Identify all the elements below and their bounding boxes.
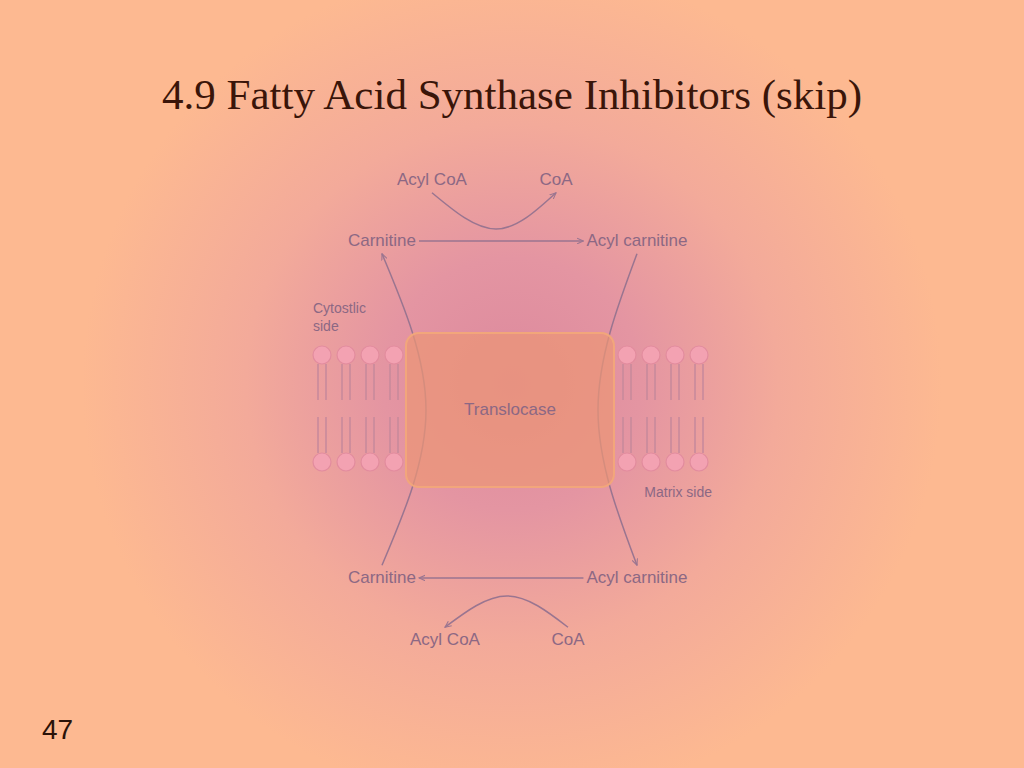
reaction-arrow — [445, 596, 568, 627]
metabolite-name: Carnitine — [348, 568, 416, 588]
side-label: Cytostlic side — [313, 299, 391, 335]
metabolite-label: CoA — [551, 630, 584, 650]
metabolite-name: Carnitine — [348, 231, 416, 251]
page-number: 47 — [42, 714, 102, 746]
slide-title: 4.9 Fatty Acid Synthase Inhibitors (skip… — [0, 70, 1024, 119]
metabolite-label: Acyl carnitine — [586, 568, 687, 588]
metabolite-name: Acyl CoA — [410, 630, 480, 650]
side-label: Matrix side — [640, 483, 712, 501]
metabolite-label: Acyl carnitine — [586, 231, 687, 251]
metabolite-name: Acyl carnitine — [586, 568, 687, 588]
metabolite-name: CoA — [539, 170, 572, 190]
metabolite-label: Carnitine — [348, 568, 416, 588]
metabolite-label: Acyl CoA — [397, 170, 467, 190]
metabolite-name: Acyl CoA — [397, 170, 467, 190]
reaction-arrow — [432, 193, 556, 229]
box-label: Translocase — [464, 400, 556, 420]
metabolite-label: Carnitine — [348, 231, 416, 251]
reaction-arrow — [419, 577, 583, 579]
transporter-box: Translocase — [405, 332, 615, 488]
metabolite-label: Acyl CoA — [410, 630, 480, 650]
metabolite-label: CoA — [539, 170, 572, 190]
metabolite-name: Acyl carnitine — [586, 231, 687, 251]
reaction-arrow — [419, 240, 583, 242]
metabolite-name: CoA — [551, 630, 584, 650]
